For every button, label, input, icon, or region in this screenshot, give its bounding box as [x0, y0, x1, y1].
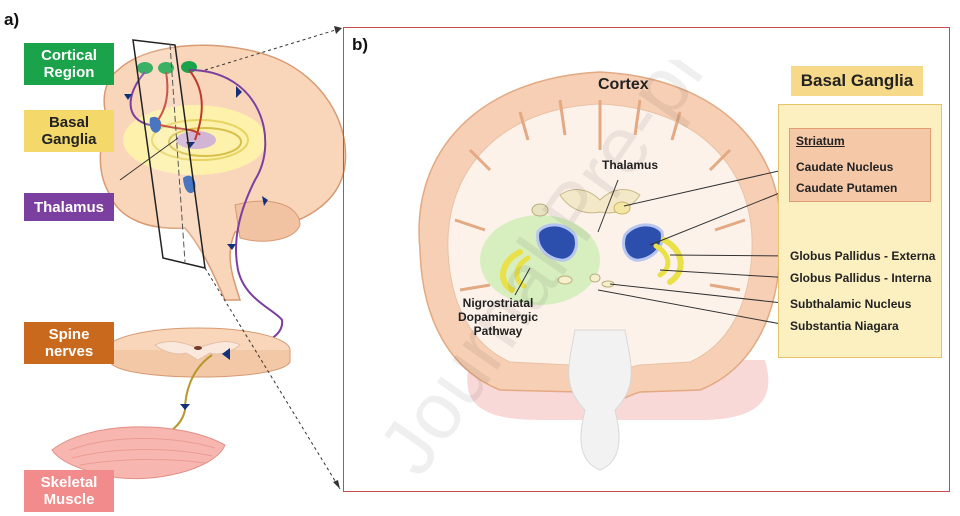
panel-b-frame — [343, 27, 950, 492]
striatum-box — [789, 128, 931, 202]
spine-nerves-text: Spine nerves — [44, 326, 94, 360]
skeletal-muscle-label: Skeletal Muscle — [24, 470, 114, 512]
thalamus-label: Thalamus — [24, 193, 114, 221]
striatum-blue-shape — [149, 116, 162, 133]
panel-b-letter: b) — [352, 35, 369, 54]
thalamus-left — [536, 223, 578, 262]
thalamus-text: Thalamus — [33, 198, 105, 216]
substantia-blue-shape — [183, 175, 196, 194]
cortex-label: Cortex — [598, 76, 649, 93]
striatum-title: Striatum — [796, 134, 845, 148]
substantia-label: Substantia Niagara — [790, 319, 899, 333]
cortical-node — [158, 62, 174, 74]
cortical-region-text: Cortical Region — [41, 47, 97, 81]
basal-ganglia-label: Basal Ganglia — [24, 110, 114, 152]
thalamus-b-label: Thalamus — [602, 158, 659, 172]
caudate-putamen-label: Caudate Putamen — [796, 181, 898, 195]
spine-nerves-label: Spine nerves — [24, 322, 114, 364]
basal-ganglia-title: Basal Ganglia — [791, 66, 923, 96]
cortical-node — [137, 62, 153, 74]
spine-grey-matter — [154, 341, 241, 361]
white-matter — [447, 103, 753, 376]
cortical-region-label: Cortical Region — [24, 43, 114, 85]
thalamus-right — [622, 223, 664, 262]
pathway-label: Nigrostriatal Dopaminergic Pathway — [457, 296, 538, 338]
skeletal-muscle-text: Skeletal Muscle — [40, 474, 98, 508]
brainstem-shape — [568, 329, 632, 471]
gp-externa-label: Globus Pallidus - Externa — [790, 249, 936, 263]
basal-ganglia-text: Basal Ganglia — [41, 114, 97, 148]
sagittal-brain-shape — [99, 44, 347, 301]
skeletal-muscle-shape — [51, 426, 226, 480]
gp-interna-label: Globus Pallidus - Interna — [790, 271, 932, 285]
panel-a-letter: a) — [4, 10, 20, 29]
subthalamic-label: Subthalamic Nucleus — [790, 297, 912, 311]
globus-pallidus-right — [661, 237, 684, 285]
caudate-nucleus-label: Caudate Nucleus — [796, 160, 894, 174]
